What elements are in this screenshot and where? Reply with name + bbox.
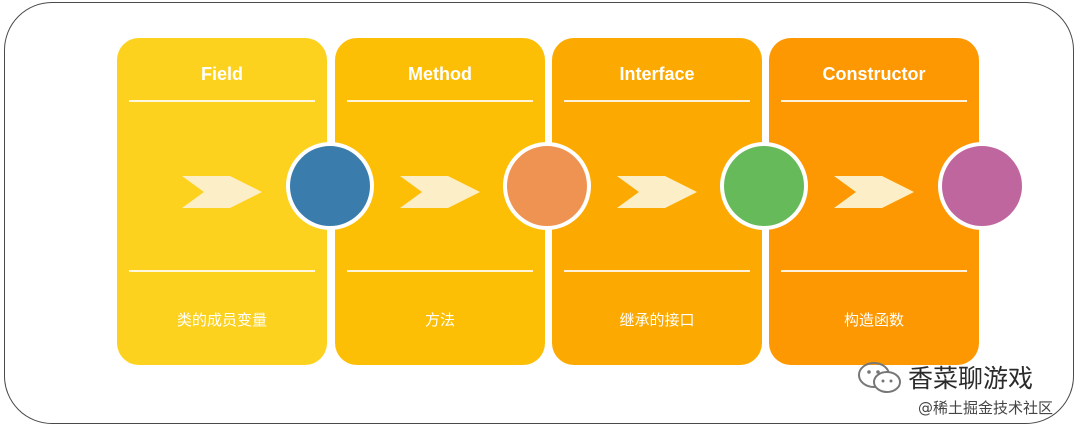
card-divider-bottom xyxy=(781,270,967,272)
arrow-right-icon xyxy=(834,176,914,208)
card-divider-bottom xyxy=(129,270,315,272)
card-divider-top xyxy=(781,100,967,102)
arrow-right-icon xyxy=(182,176,262,208)
card-description: 方法 xyxy=(424,311,455,329)
circle-node xyxy=(503,142,591,230)
card-title: Constructor xyxy=(822,64,926,84)
card-divider-top xyxy=(129,100,315,102)
card-description: 类的成员变量 xyxy=(176,311,267,329)
card-title: Method xyxy=(408,64,472,84)
circle-node xyxy=(938,142,1026,230)
card-divider-top xyxy=(564,100,750,102)
watermark-title: 香菜聊游戏 xyxy=(908,364,1034,393)
arrow-right-icon xyxy=(400,176,480,208)
card-description: 构造函数 xyxy=(843,311,904,329)
card-title: Interface xyxy=(619,64,695,84)
circle-node xyxy=(720,142,808,230)
wechat-icon xyxy=(858,362,901,393)
card-divider-bottom xyxy=(347,270,533,272)
card-divider-top xyxy=(347,100,533,102)
watermark-subtitle: @稀土掘金技术社区 xyxy=(918,399,1054,417)
circle-node xyxy=(286,142,374,230)
card-description: 继承的接口 xyxy=(619,311,695,329)
card-divider-bottom xyxy=(564,270,750,272)
arrow-right-icon xyxy=(617,176,697,208)
card-title: Field xyxy=(200,64,243,84)
